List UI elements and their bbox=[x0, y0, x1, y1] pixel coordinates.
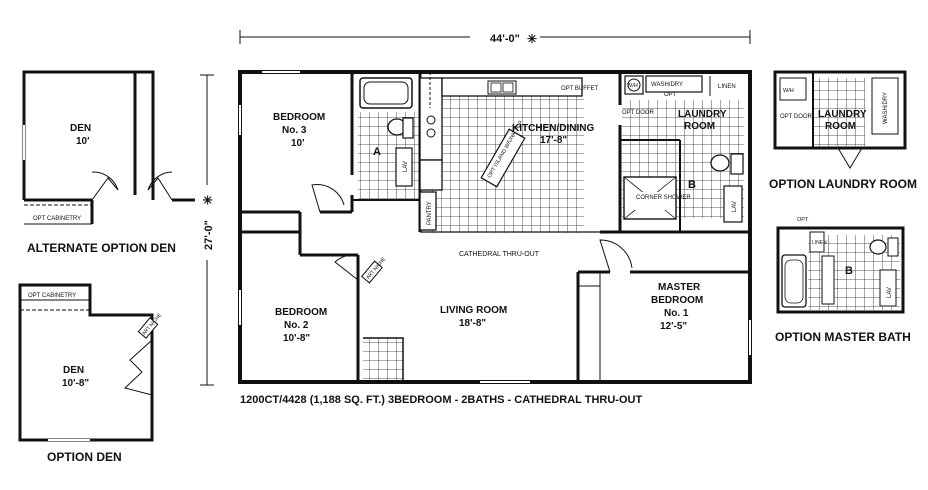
width-label: 44'-0" bbox=[490, 33, 520, 45]
opt-buffet-label: OPT BUFFET bbox=[561, 86, 599, 92]
kitchen-dining-size: 17'-8" bbox=[540, 135, 567, 146]
option-master-bath: OPT LINEN B LAV OPTION MASTER BATH bbox=[775, 217, 911, 344]
alt-den-size: 10' bbox=[76, 136, 90, 147]
alt-den-label: DEN bbox=[70, 123, 91, 134]
lav-a-label: LAV bbox=[403, 161, 409, 172]
bedroom-2-number: No. 2 bbox=[284, 320, 309, 331]
bedroom-3-label: BEDROOM bbox=[273, 112, 325, 123]
opt-den-cabinetry: OPT CABINETRY bbox=[28, 293, 76, 299]
opt-den-title: OPTION DEN bbox=[47, 450, 122, 464]
bedroom-2-label: BEDROOM bbox=[275, 307, 327, 318]
bedroom-3-number: No. 3 bbox=[282, 125, 307, 136]
depth-marker: ✳ bbox=[201, 195, 215, 205]
alternate-option-den: DEN 10' OPT CABINETRY ALTERNATE OPTION D… bbox=[22, 70, 195, 255]
master-bedroom-label-2: BEDROOM bbox=[651, 295, 703, 306]
width-dimension: 44'-0" ✳ bbox=[239, 30, 751, 46]
opt-laundry-title: OPTION LAUNDRY ROOM bbox=[769, 177, 917, 191]
main-house: LAV A PANTRY OPT BUFFET KITCHEN/DINING 1… bbox=[238, 70, 752, 384]
linen-label: LINEN bbox=[718, 84, 736, 90]
opt-bath-lav: LAV bbox=[887, 287, 893, 298]
master-bedroom-size: 12'-5" bbox=[660, 321, 687, 332]
opt-bath-b: B bbox=[845, 265, 853, 277]
laundry-label-2: ROOM bbox=[684, 121, 715, 132]
opt-laundry-label-2: ROOM bbox=[825, 121, 856, 132]
option-den: OPT CABINETRY ART NICHE DEN 10'-8" OPTIO… bbox=[18, 283, 164, 464]
washer-dryer-opt-label: OPT bbox=[664, 92, 677, 98]
opt-den-label: DEN bbox=[63, 365, 84, 376]
living-room-size: 18'-8" bbox=[459, 318, 486, 329]
opt-door-label: OPT DOOR bbox=[622, 110, 655, 116]
plan-caption: 1200CT/4428 (1,188 SQ. FT.) 3BEDROOM - 2… bbox=[240, 394, 642, 406]
width-marker: ✳ bbox=[527, 32, 537, 46]
opt-laundry-door: OPT DOOR bbox=[780, 114, 813, 120]
option-laundry-room: W/H WASH/DRY OPT DOOR LAUNDRY ROOM OPTIO… bbox=[769, 70, 917, 191]
opt-laundry-wh: W/H bbox=[783, 88, 794, 94]
opt-den-size: 10'-8" bbox=[62, 378, 89, 389]
alt-den-title: ALTERNATE OPTION DEN bbox=[27, 241, 176, 255]
master-bedroom-label: MASTER bbox=[658, 282, 701, 293]
corner-shower-label: CORNER SHOWER bbox=[636, 195, 691, 201]
entry-tile-floor bbox=[363, 338, 403, 380]
pantry-label: PANTRY bbox=[427, 201, 433, 225]
bath-a-label: A bbox=[373, 146, 381, 158]
art-niche: ART NICHE bbox=[361, 256, 388, 284]
opt-bath-title: OPTION MASTER BATH bbox=[775, 330, 911, 344]
water-heater-label: W/H bbox=[627, 83, 638, 89]
opt-bath-linen: LINEN bbox=[812, 240, 827, 246]
depth-label: 27'-0" bbox=[203, 220, 215, 250]
depth-dimension: 27'-0" ✳ bbox=[200, 74, 215, 386]
living-room-label: LIVING ROOM bbox=[440, 305, 507, 316]
bath-b-label: B bbox=[688, 179, 696, 191]
lav-b-label: LAV bbox=[732, 201, 738, 212]
bedroom-2-size: 10'-8" bbox=[283, 333, 310, 344]
laundry-label: LAUNDRY bbox=[678, 109, 727, 120]
alt-den-cabinetry: OPT CABINETRY bbox=[33, 216, 81, 222]
opt-bath-opt: OPT bbox=[797, 217, 809, 223]
bedroom-3-size: 10' bbox=[291, 138, 305, 149]
master-bedroom-number: No. 1 bbox=[664, 308, 689, 319]
opt-laundry-label: LAUNDRY bbox=[818, 109, 867, 120]
cathedral-label: CATHEDRAL THRU-OUT bbox=[459, 251, 540, 258]
opt-laundry-washer: WASH/DRY bbox=[883, 92, 889, 124]
washer-dryer-label: WASH/DRY bbox=[651, 82, 683, 88]
kitchen-dining-label: KITCHEN/DINING bbox=[512, 123, 594, 134]
